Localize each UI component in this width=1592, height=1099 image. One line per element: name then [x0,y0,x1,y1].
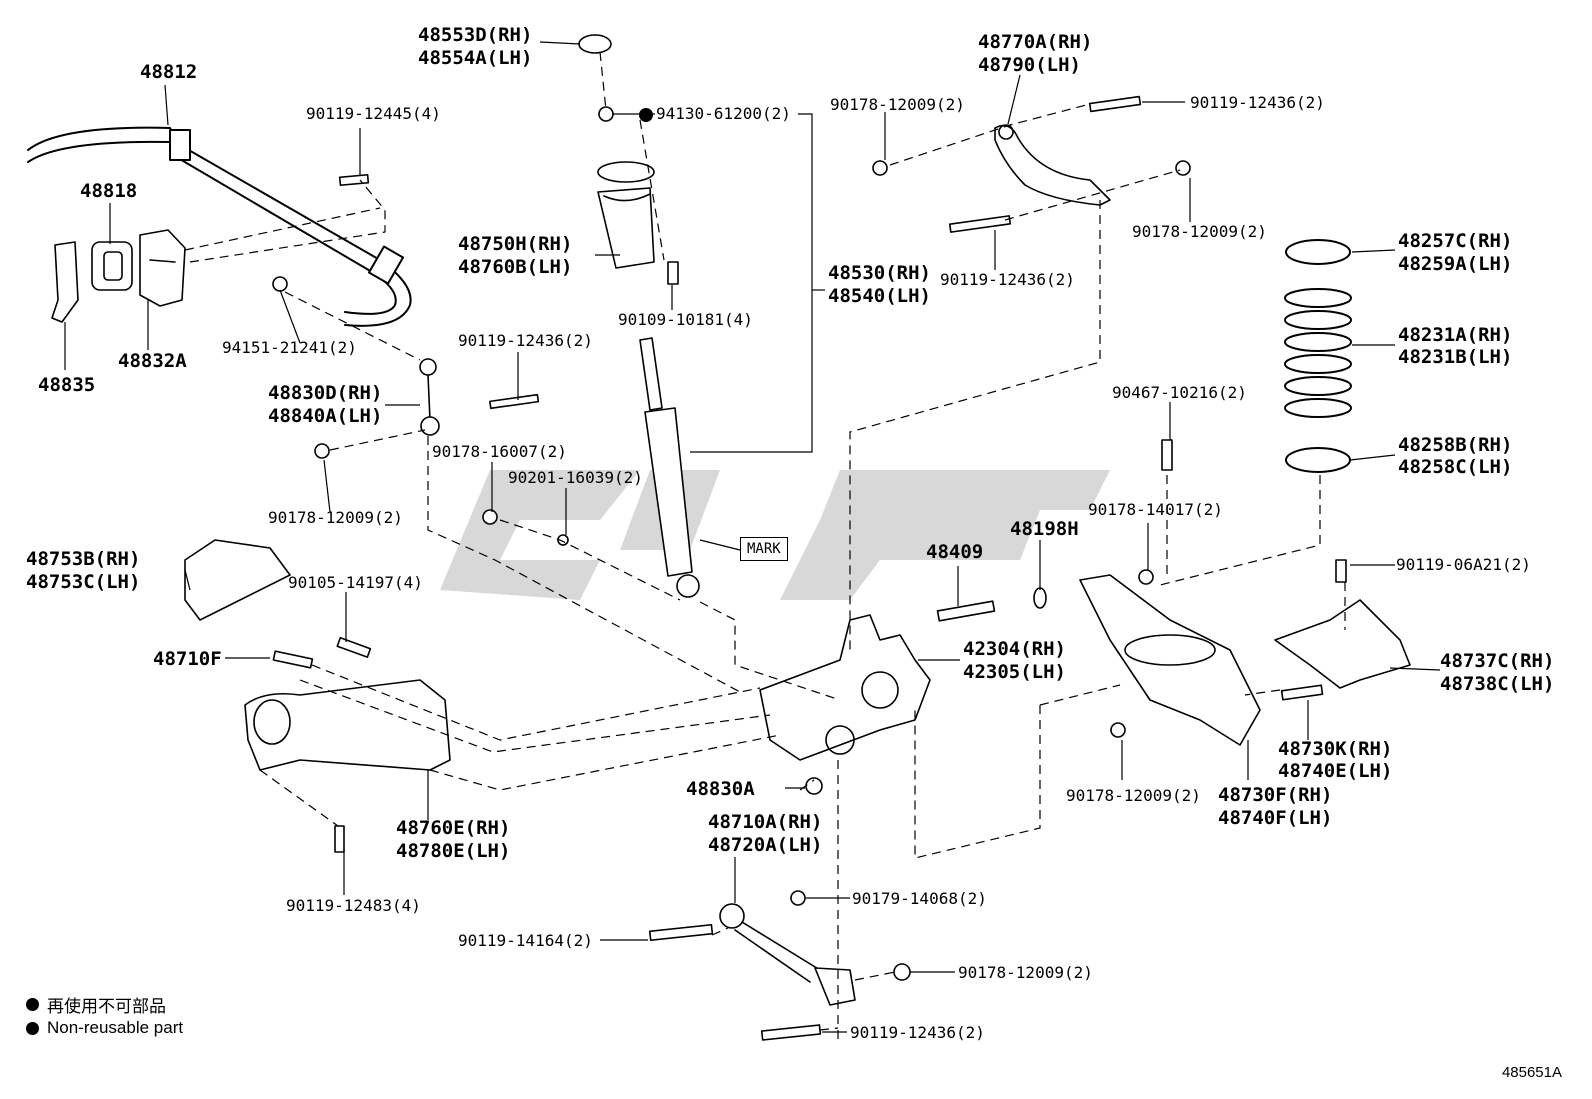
label-48770A: 48770A(RH) [978,31,1093,53]
label-48409: 48409 [926,541,984,563]
stabilizer-bushing [91,241,133,291]
stabilizer-bracket-48835 [51,241,79,323]
watermark-logo [440,470,1110,600]
upper-control-arm [994,124,1111,206]
label-90467: 90467-10216(2) [1112,383,1247,402]
label-48553D: 48553D(RH) [418,24,533,46]
label-90178-12009-b: 90178-12009(2) [830,95,965,114]
label-90119-14164: 90119-14164(2) [458,931,593,950]
label-48730F: 48730F(RH) [1218,784,1333,806]
mark-callout: MARK [740,537,788,561]
upper-cap [578,34,612,54]
label-48198H: 48198H [1010,518,1079,540]
label-90105: 90105-14197(4) [288,573,423,592]
stabilizer-bracket-48832A [139,229,186,307]
label-48835: 48835 [38,374,96,396]
label-48554A: 48554A(LH) [418,47,533,69]
legend-row-english: Non-reusable part [26,1018,183,1038]
legend-row-japanese: 再使用不可部品 [26,992,166,1017]
filled-circle-icon [26,998,39,1011]
label-48753C: 48753C(LH) [26,571,141,593]
trailing-arm [244,679,451,771]
coil-spring [1284,239,1352,473]
label-90119-12436-c: 90119-12436(2) [940,270,1075,289]
label-48540: 48540(LH) [828,285,931,307]
label-48730K: 48730K(RH) [1278,738,1393,760]
assembly-dashed-lines [184,51,1346,1040]
label-94151: 94151-21241(2) [222,338,357,357]
label-48780E: 48780E(LH) [396,840,511,862]
label-94130: 94130-61200(2) [656,104,791,123]
label-90119-12436-d: 90119-12436(2) [850,1023,985,1042]
label-48840A: 48840A(LH) [268,405,383,427]
label-48750H: 48750H(RH) [458,233,573,255]
label-48738C: 48738C(LH) [1440,673,1555,695]
label-48258B: 48258B(RH) [1398,434,1513,456]
label-48258C: 48258C(LH) [1398,456,1513,478]
label-48760B: 48760B(LH) [458,256,573,278]
shock-absorber [639,337,700,598]
label-42304: 42304(RH) [963,638,1066,660]
label-48737C: 48737C(RH) [1440,650,1555,672]
label-48740E: 48740E(LH) [1278,760,1393,782]
label-90178-12009-c: 90178-12009(2) [1132,222,1267,241]
lateral-rod [719,903,856,1006]
label-48818: 48818 [80,180,138,202]
label-48530: 48530(RH) [828,262,931,284]
label-48710F: 48710F [153,648,222,670]
label-48710A: 48710A(RH) [708,811,823,833]
label-90178-14017: 90178-14017(2) [1088,500,1223,519]
label-90119-12436-a: 90119-12436(2) [458,331,593,350]
label-48830D: 48830D(RH) [268,382,383,404]
label-42305: 42305(LH) [963,661,1066,683]
legend-text: Non-reusable part [47,1018,184,1037]
lower-control-arm [1079,574,1261,746]
label-48740F: 48740F(LH) [1218,807,1333,829]
label-90119-12436-b: 90119-12436(2) [1190,93,1325,112]
label-48259A: 48259A(LH) [1398,253,1513,275]
label-48257C: 48257C(RH) [1398,230,1513,252]
filled-circle-icon [26,1021,39,1035]
bump-stopper-boot [597,161,655,269]
non-reusable-marker [639,108,653,122]
label-48830A: 48830A [686,778,755,800]
label-48812: 48812 [140,61,198,83]
stabilizer-link [419,358,440,436]
arm-cover [184,539,291,621]
label-48790: 48790(LH) [978,54,1081,76]
label-48720A: 48720A(LH) [708,834,823,856]
suspension-cover [1274,599,1411,689]
label-48832A: 48832A [118,350,187,372]
label-48753B: 48753B(RH) [26,548,141,570]
label-48760E: 48760E(RH) [396,817,511,839]
label-90179: 90179-14068(2) [852,889,987,908]
label-90201: 90201-16039(2) [508,468,643,487]
label-90109: 90109-10181(4) [618,310,753,329]
label-90178-12009-e: 90178-12009(2) [958,963,1093,982]
label-90119-06A21: 90119-06A21(2) [1396,555,1531,574]
label-48231A: 48231A(RH) [1398,324,1513,346]
label-90178-12009-a: 90178-12009(2) [268,508,403,527]
legend-text: 再使用不可部品 [47,997,166,1016]
stabilizer-bar [27,126,412,327]
label-90119-12483: 90119-12483(4) [286,896,421,915]
label-90119-12445: 90119-12445(4) [306,104,441,123]
diagram-id: 485651A [1501,1064,1562,1081]
label-90178-16007: 90178-16007(2) [432,442,567,461]
nut-94130 [598,106,614,122]
label-90178-12009-d: 90178-12009(2) [1066,786,1201,805]
fasteners [272,95,1347,1041]
rear-axle-carrier [759,614,931,761]
label-48231B: 48231B(LH) [1398,346,1513,368]
